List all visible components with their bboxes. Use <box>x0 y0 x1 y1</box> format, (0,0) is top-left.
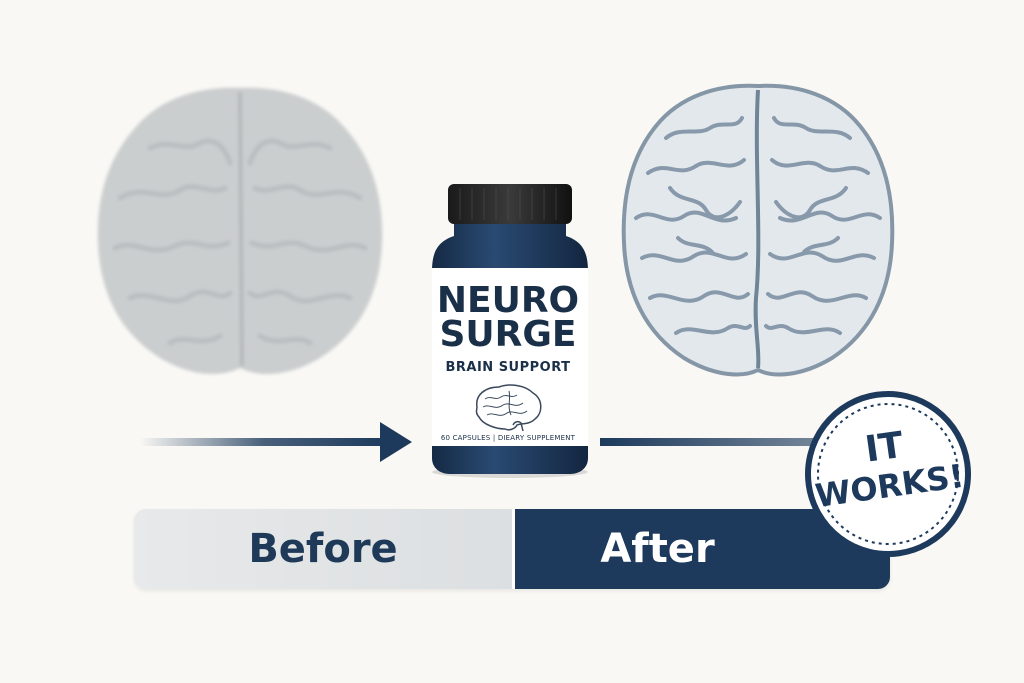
brain-after-image <box>621 83 895 377</box>
capsule-info: 60 CAPSULES | DIEARY SUPPLEMENT <box>440 434 576 442</box>
brand-name-line1: NEURO <box>436 280 580 321</box>
arrow-right-icon <box>600 438 820 446</box>
bottle-label: NEURO SURGE BRAIN SUPPORT 60 CAPSULES | … <box>432 268 584 446</box>
arrow-right-icon <box>140 422 412 462</box>
supplement-bottle <box>432 184 588 478</box>
brain-before-image <box>97 87 383 374</box>
brain-icon <box>475 384 542 432</box>
it-works-stamp: IT WORKS! <box>791 377 985 571</box>
before-after-bar: Before After <box>134 509 890 589</box>
product-subtitle: BRAIN SUPPORT <box>445 360 571 375</box>
before-label: Before <box>134 509 515 589</box>
stamp-circle-icon <box>805 391 971 557</box>
brand-name-line2: SURGE <box>439 314 577 355</box>
